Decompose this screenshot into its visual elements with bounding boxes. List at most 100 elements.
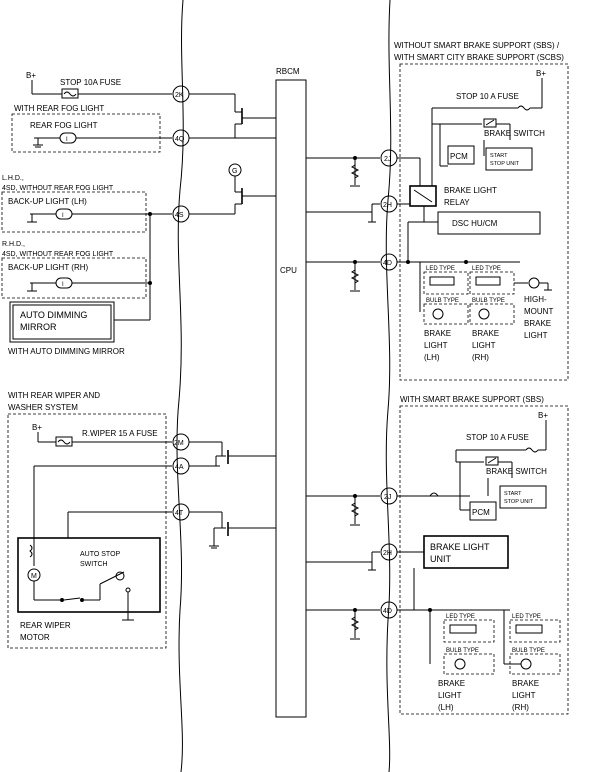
backup-rh-box xyxy=(1,257,147,299)
svg-text:STOP UNIT: STOP UNIT xyxy=(490,161,520,167)
rear-fog-lamp-icon xyxy=(59,132,77,144)
svg-text:LED TYPE: LED TYPE xyxy=(472,266,501,272)
bulb-lh-icon xyxy=(432,308,444,320)
svg-text:L.H.D.,: L.H.D., xyxy=(2,175,24,182)
svg-text:2M: 2M xyxy=(174,440,184,447)
svg-text:START: START xyxy=(504,491,522,497)
svg-text:LIGHT: LIGHT xyxy=(424,341,448,350)
sheet-border-left xyxy=(176,0,184,772)
rbcm-label: RBCM xyxy=(276,67,300,76)
svg-text:DSC HU/CM: DSC HU/CM xyxy=(452,219,498,228)
svg-text:LED TYPE: LED TYPE xyxy=(512,614,541,620)
svg-text:Ι: Ι xyxy=(62,282,64,288)
with-auto-dimming-label: WITH AUTO DIMMING MIRROR xyxy=(8,347,125,356)
backup-lh-box xyxy=(1,191,147,233)
svg-text:(RH): (RH) xyxy=(472,353,489,362)
backup-lh-lamp-icon xyxy=(55,208,73,220)
bulb-type-lh-box xyxy=(423,303,469,325)
without-sbs-box xyxy=(399,63,569,381)
svg-text:2K: 2K xyxy=(175,92,184,99)
svg-text:LIGHT: LIGHT xyxy=(472,341,496,350)
svg-text:4A: 4A xyxy=(175,464,184,471)
svg-text:2J: 2J xyxy=(384,156,391,163)
dsc-hu-cm-box xyxy=(437,211,541,235)
cpu-label: CPU xyxy=(280,266,297,275)
led-type-lh-box xyxy=(423,271,469,295)
svg-text:LED TYPE: LED TYPE xyxy=(426,266,455,272)
svg-text:MIRROR: MIRROR xyxy=(20,322,57,332)
pcm-box-upper xyxy=(447,145,475,165)
start-stop-unit-lower-box xyxy=(499,485,547,509)
svg-text:Ι: Ι xyxy=(66,137,68,143)
svg-text:BRAKE SWITCH: BRAKE SWITCH xyxy=(484,129,545,138)
stop-fuse-right-symbol xyxy=(517,105,531,111)
svg-text:(RH): (RH) xyxy=(512,703,529,712)
svg-text:R.H.D.,: R.H.D., xyxy=(2,241,25,248)
led-rh-icon xyxy=(475,276,501,286)
bplus-top-left: B+ xyxy=(26,71,36,80)
svg-text:B+: B+ xyxy=(536,69,546,78)
start-stop-unit-box xyxy=(485,147,533,171)
bulb-rh-icon xyxy=(478,308,490,320)
svg-text:AUTO DIMMING: AUTO DIMMING xyxy=(20,310,87,320)
svg-text:Ι: Ι xyxy=(62,213,64,219)
svg-text:4D: 4D xyxy=(383,608,392,615)
terminal-4s xyxy=(172,205,190,223)
svg-text:BRAKE: BRAKE xyxy=(524,319,551,328)
svg-text:SWITCH: SWITCH xyxy=(80,561,108,568)
led-type-lower-lh-box xyxy=(443,619,495,643)
svg-text:4Q: 4Q xyxy=(175,136,185,143)
svg-text:BRAKE: BRAKE xyxy=(472,329,499,338)
svg-text:BRAKE: BRAKE xyxy=(424,329,451,338)
rear-wiper-motor-box xyxy=(17,537,161,613)
r-wiper-fuse-label: R.WIPER 15 A FUSE xyxy=(82,429,158,438)
bulb-lower-rh-icon xyxy=(520,658,532,670)
svg-text:MOTOR: MOTOR xyxy=(20,633,50,642)
backup-rh-label: BACK-UP LIGHT (RH) xyxy=(8,263,88,272)
led-lh-icon xyxy=(429,276,455,286)
svg-text:WITH SMART CITY BRAKE SUPPORT: WITH SMART CITY BRAKE SUPPORT (SCBS) xyxy=(394,53,564,62)
brake-light-relay-box xyxy=(409,185,437,207)
svg-text:RELAY: RELAY xyxy=(444,198,470,207)
svg-text:4S: 4S xyxy=(175,212,184,219)
with-sbs-box xyxy=(399,405,569,715)
svg-text:AUTO STOP: AUTO STOP xyxy=(80,551,121,558)
svg-text:BRAKE SWITCH: BRAKE SWITCH xyxy=(486,467,547,476)
svg-text:PCM: PCM xyxy=(472,508,490,517)
svg-text:LIGHT: LIGHT xyxy=(512,691,536,700)
svg-text:4T: 4T xyxy=(175,510,184,517)
svg-text:BRAKE LIGHT: BRAKE LIGHT xyxy=(444,186,497,195)
svg-text:(LH): (LH) xyxy=(424,353,440,362)
svg-text:(LH): (LH) xyxy=(438,703,454,712)
svg-text:REAR WIPER: REAR WIPER xyxy=(20,621,71,630)
led-lower-lh-icon xyxy=(449,624,477,634)
svg-text:M: M xyxy=(31,573,37,580)
rear-fog-light-label: REAR FOG LIGHT xyxy=(30,121,98,130)
rbcm-cpu-box xyxy=(275,79,307,718)
svg-text:2H: 2H xyxy=(383,202,392,209)
svg-text:PCM: PCM xyxy=(450,152,468,161)
svg-text:BULB TYPE: BULB TYPE xyxy=(512,648,545,654)
svg-text:LED TYPE: LED TYPE xyxy=(446,614,475,620)
svg-text:4D: 4D xyxy=(383,260,392,267)
bulb-type-rh-box xyxy=(469,303,515,325)
svg-text:B+: B+ xyxy=(538,411,548,420)
rear-fog-box xyxy=(11,113,161,153)
with-rear-fog-label: WITH REAR FOG LIGHT xyxy=(14,104,104,113)
high-mount-lamp-icon xyxy=(528,277,540,289)
svg-text:UNIT: UNIT xyxy=(430,554,451,564)
svg-text:HIGH-: HIGH- xyxy=(524,295,547,304)
svg-text:2H: 2H xyxy=(383,550,392,557)
led-type-rh-box xyxy=(469,271,515,295)
svg-text:WASHER SYSTEM: WASHER SYSTEM xyxy=(8,403,78,412)
sheet-border-right xyxy=(385,0,392,772)
svg-text:2J: 2J xyxy=(384,494,391,501)
stop-fuse-top-label: STOP 10A FUSE xyxy=(60,78,121,87)
svg-text:START: START xyxy=(490,153,508,159)
bulb-type-lower-lh-box xyxy=(443,653,495,675)
stop-fuse-lower-symbol xyxy=(525,447,539,453)
svg-text:STOP 10 A FUSE: STOP 10 A FUSE xyxy=(466,433,529,442)
svg-text:STOP UNIT: STOP UNIT xyxy=(504,499,534,505)
auto-stop-switch-icon xyxy=(115,571,125,581)
